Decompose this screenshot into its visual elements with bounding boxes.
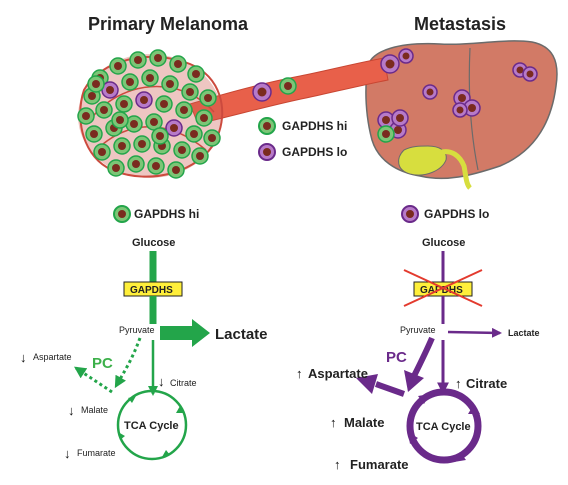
right-malate-up-icon: ↑ [330,415,337,430]
right-pathway: GAPDHS lo Glucose GAPDHS Pyruvate Lactat… [296,205,540,472]
left-lactate-arrow [160,319,210,347]
gapdhs-hi-cell [121,73,139,91]
right-cell-icon [401,205,419,223]
gapdhs-hi-cell [111,111,129,129]
right-fumarate-label: Fumarate [350,457,409,472]
right-tca-label: TCA Cycle [416,421,471,433]
left-tca-ring [116,389,188,461]
gapdhs-hi-cell [181,83,199,101]
legend-gapdhs-lo-cell-icon [258,143,276,161]
left-lactate-label: Lactate [215,326,268,343]
gapdhs-hi-cell [109,57,127,75]
left-fumarate-down-icon: ↓ [64,446,71,461]
legend-gapdhs-hi-cell-icon [258,117,276,135]
left-malate-down-icon: ↓ [68,403,75,418]
gapdhs-lo-cell [522,66,538,82]
gapdhs-lo-cell [165,119,183,137]
gapdhs-hi-cell [199,89,217,107]
gapdhs-hi-cell [185,125,203,143]
left-tca-label: TCA Cycle [124,420,179,432]
gapdhs-hi-cell [147,157,165,175]
gapdhs-hi-cell [87,75,105,93]
gapdhs-hi-cell [77,107,95,125]
gapdhs-hi-cell [149,49,167,67]
right-citrate-label: Citrate [466,376,507,391]
title-primary-melanoma: Primary Melanoma [88,14,249,34]
gapdhs-lo-cell [101,81,119,99]
gapdhs-hi-cell [95,101,113,119]
right-pyruvate-label: Pyruvate [400,325,436,335]
gapdhs-hi-cell [129,51,147,69]
left-aspartate-down-icon: ↓ [20,350,27,365]
left-aspartate-label: Aspartate [33,352,72,362]
left-glucose-label: Glucose [132,237,175,249]
right-glucose-label: Glucose [422,237,465,249]
gapdhs-hi-cell [141,69,159,87]
left-pc-arrow [114,337,142,389]
left-fumarate-label: Fumarate [77,448,116,458]
gapdhs-hi-cell [203,129,221,147]
gapdhs-lo-cell [452,102,468,118]
gapdhs-hi-cell [155,95,173,113]
gapdhs-lo-cell [135,91,153,109]
gapdhs-lo-cell [398,48,414,64]
gapdhs-lo-cell [380,54,400,74]
right-aspartate-arrow [356,374,378,394]
metastatic-cells [252,48,538,143]
right-gapdhs-inhibited-cross-icon [403,269,483,307]
right-lactate-arrow [447,327,502,338]
left-malate-label: Malate [81,405,108,415]
gapdhs-lo-cell [422,84,438,100]
gapdhs-hi-cell [151,127,169,145]
tumor-cells [77,49,221,179]
left-gapdhs-label: GAPDHS [130,285,173,296]
left-cell-icon [113,205,131,223]
gapdhs-hi-cell [107,159,125,177]
left-citrate-down-icon: ↓ [158,374,165,389]
gapdhs-hi-cell [113,137,131,155]
gapdhs-hi-cell [115,95,133,113]
left-pc-label: PC [92,355,113,372]
right-cell-label: GAPDHS lo [424,207,489,221]
gapdhs-hi-cell [169,55,187,73]
gapdhs-hi-cell [191,147,209,165]
gapdhs-hi-cell [145,113,163,131]
gapdhs-hi-cell [187,65,205,83]
left-aspartate-arrow [74,366,113,394]
title-metastasis: Metastasis [414,14,506,34]
gapdhs-lo-cell [391,109,409,127]
gapdhs-lo-cell [252,82,272,102]
right-gapdhs-label: GAPDHS [420,285,463,296]
gapdhs-hi-cell [133,135,151,153]
legend: GAPDHS hi GAPDHS lo [258,117,347,161]
gapdhs-hi-cell [173,141,191,159]
gapdhs-hi-cell [85,125,103,143]
legend-gapdhs-lo: GAPDHS lo [282,145,347,159]
gapdhs-hi-cell [377,125,395,143]
right-tca-ring [406,388,482,464]
gapdhs-hi-cell [195,109,213,127]
right-aspartate-label: Aspartate [308,366,368,381]
right-malate-label: Malate [344,415,384,430]
left-cell-label: GAPDHS hi [134,207,199,221]
legend-gapdhs-hi: GAPDHS hi [282,119,347,133]
left-pyruvate-label: Pyruvate [119,325,155,335]
left-citrate-label: Citrate [170,378,197,388]
gapdhs-hi-cell [279,77,297,95]
gapdhs-hi-cell [93,143,111,161]
right-pc-label: PC [386,349,407,366]
right-aspartate-up-icon: ↑ [296,366,303,381]
gapdhs-hi-cell [167,161,185,179]
gapdhs-hi-cell [175,101,193,119]
right-lactate-label: Lactate [508,328,540,338]
gapdhs-hi-cell [161,75,179,93]
left-pathway: GAPDHS hi Glucose GAPDHS Pyruvate Lactat… [20,205,268,461]
gapdhs-hi-cell [127,155,145,173]
right-citrate-up-icon: ↑ [455,376,462,391]
right-pc-arrow [411,336,435,378]
right-fumarate-up-icon: ↑ [334,457,341,472]
